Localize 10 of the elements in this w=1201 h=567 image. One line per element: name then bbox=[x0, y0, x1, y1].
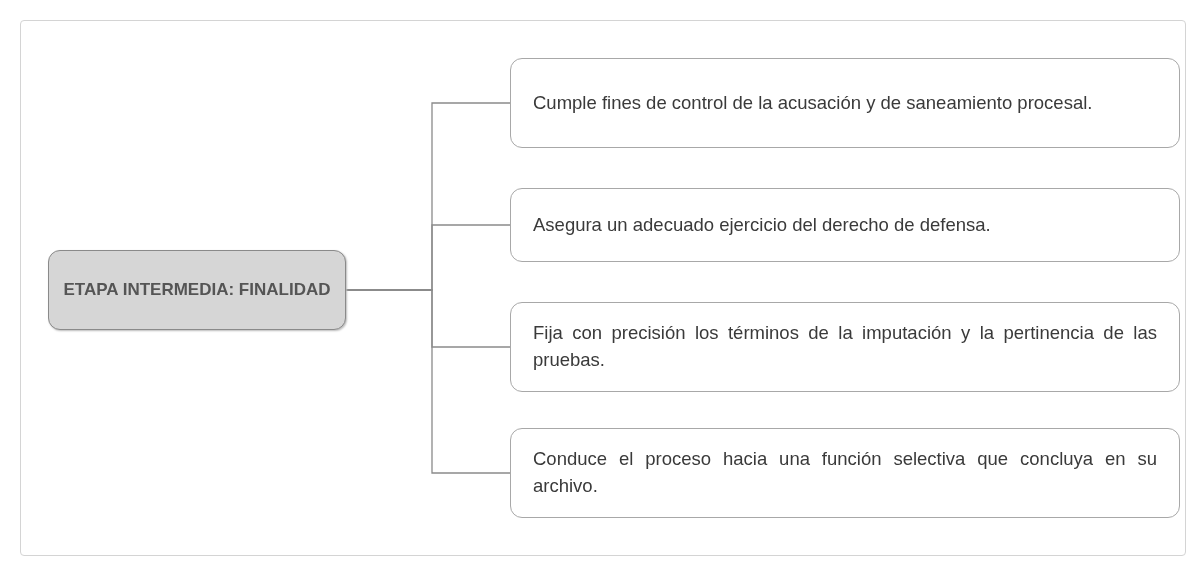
item-box bbox=[510, 428, 1180, 518]
item-box bbox=[510, 188, 1180, 262]
item-text: Cumple fines de control de la acusación y de saneamiento procesal. bbox=[533, 90, 1093, 115]
item-text: Asegura un adecuado ejercicio del derecho de defensa. bbox=[533, 212, 991, 237]
item-box bbox=[510, 58, 1180, 148]
item-box bbox=[510, 302, 1180, 392]
item-text: Fija con precisión los términos de la imputación y la pertinencia de las pruebas. bbox=[533, 321, 1157, 372]
topic-title: ETAPA INTERMEDIA: FINALIDAD bbox=[63, 278, 331, 301]
item-text: Conduce el proceso hacia una función selectiva que concluya en su archivo. bbox=[533, 447, 1157, 498]
main-topic-box bbox=[48, 250, 346, 330]
